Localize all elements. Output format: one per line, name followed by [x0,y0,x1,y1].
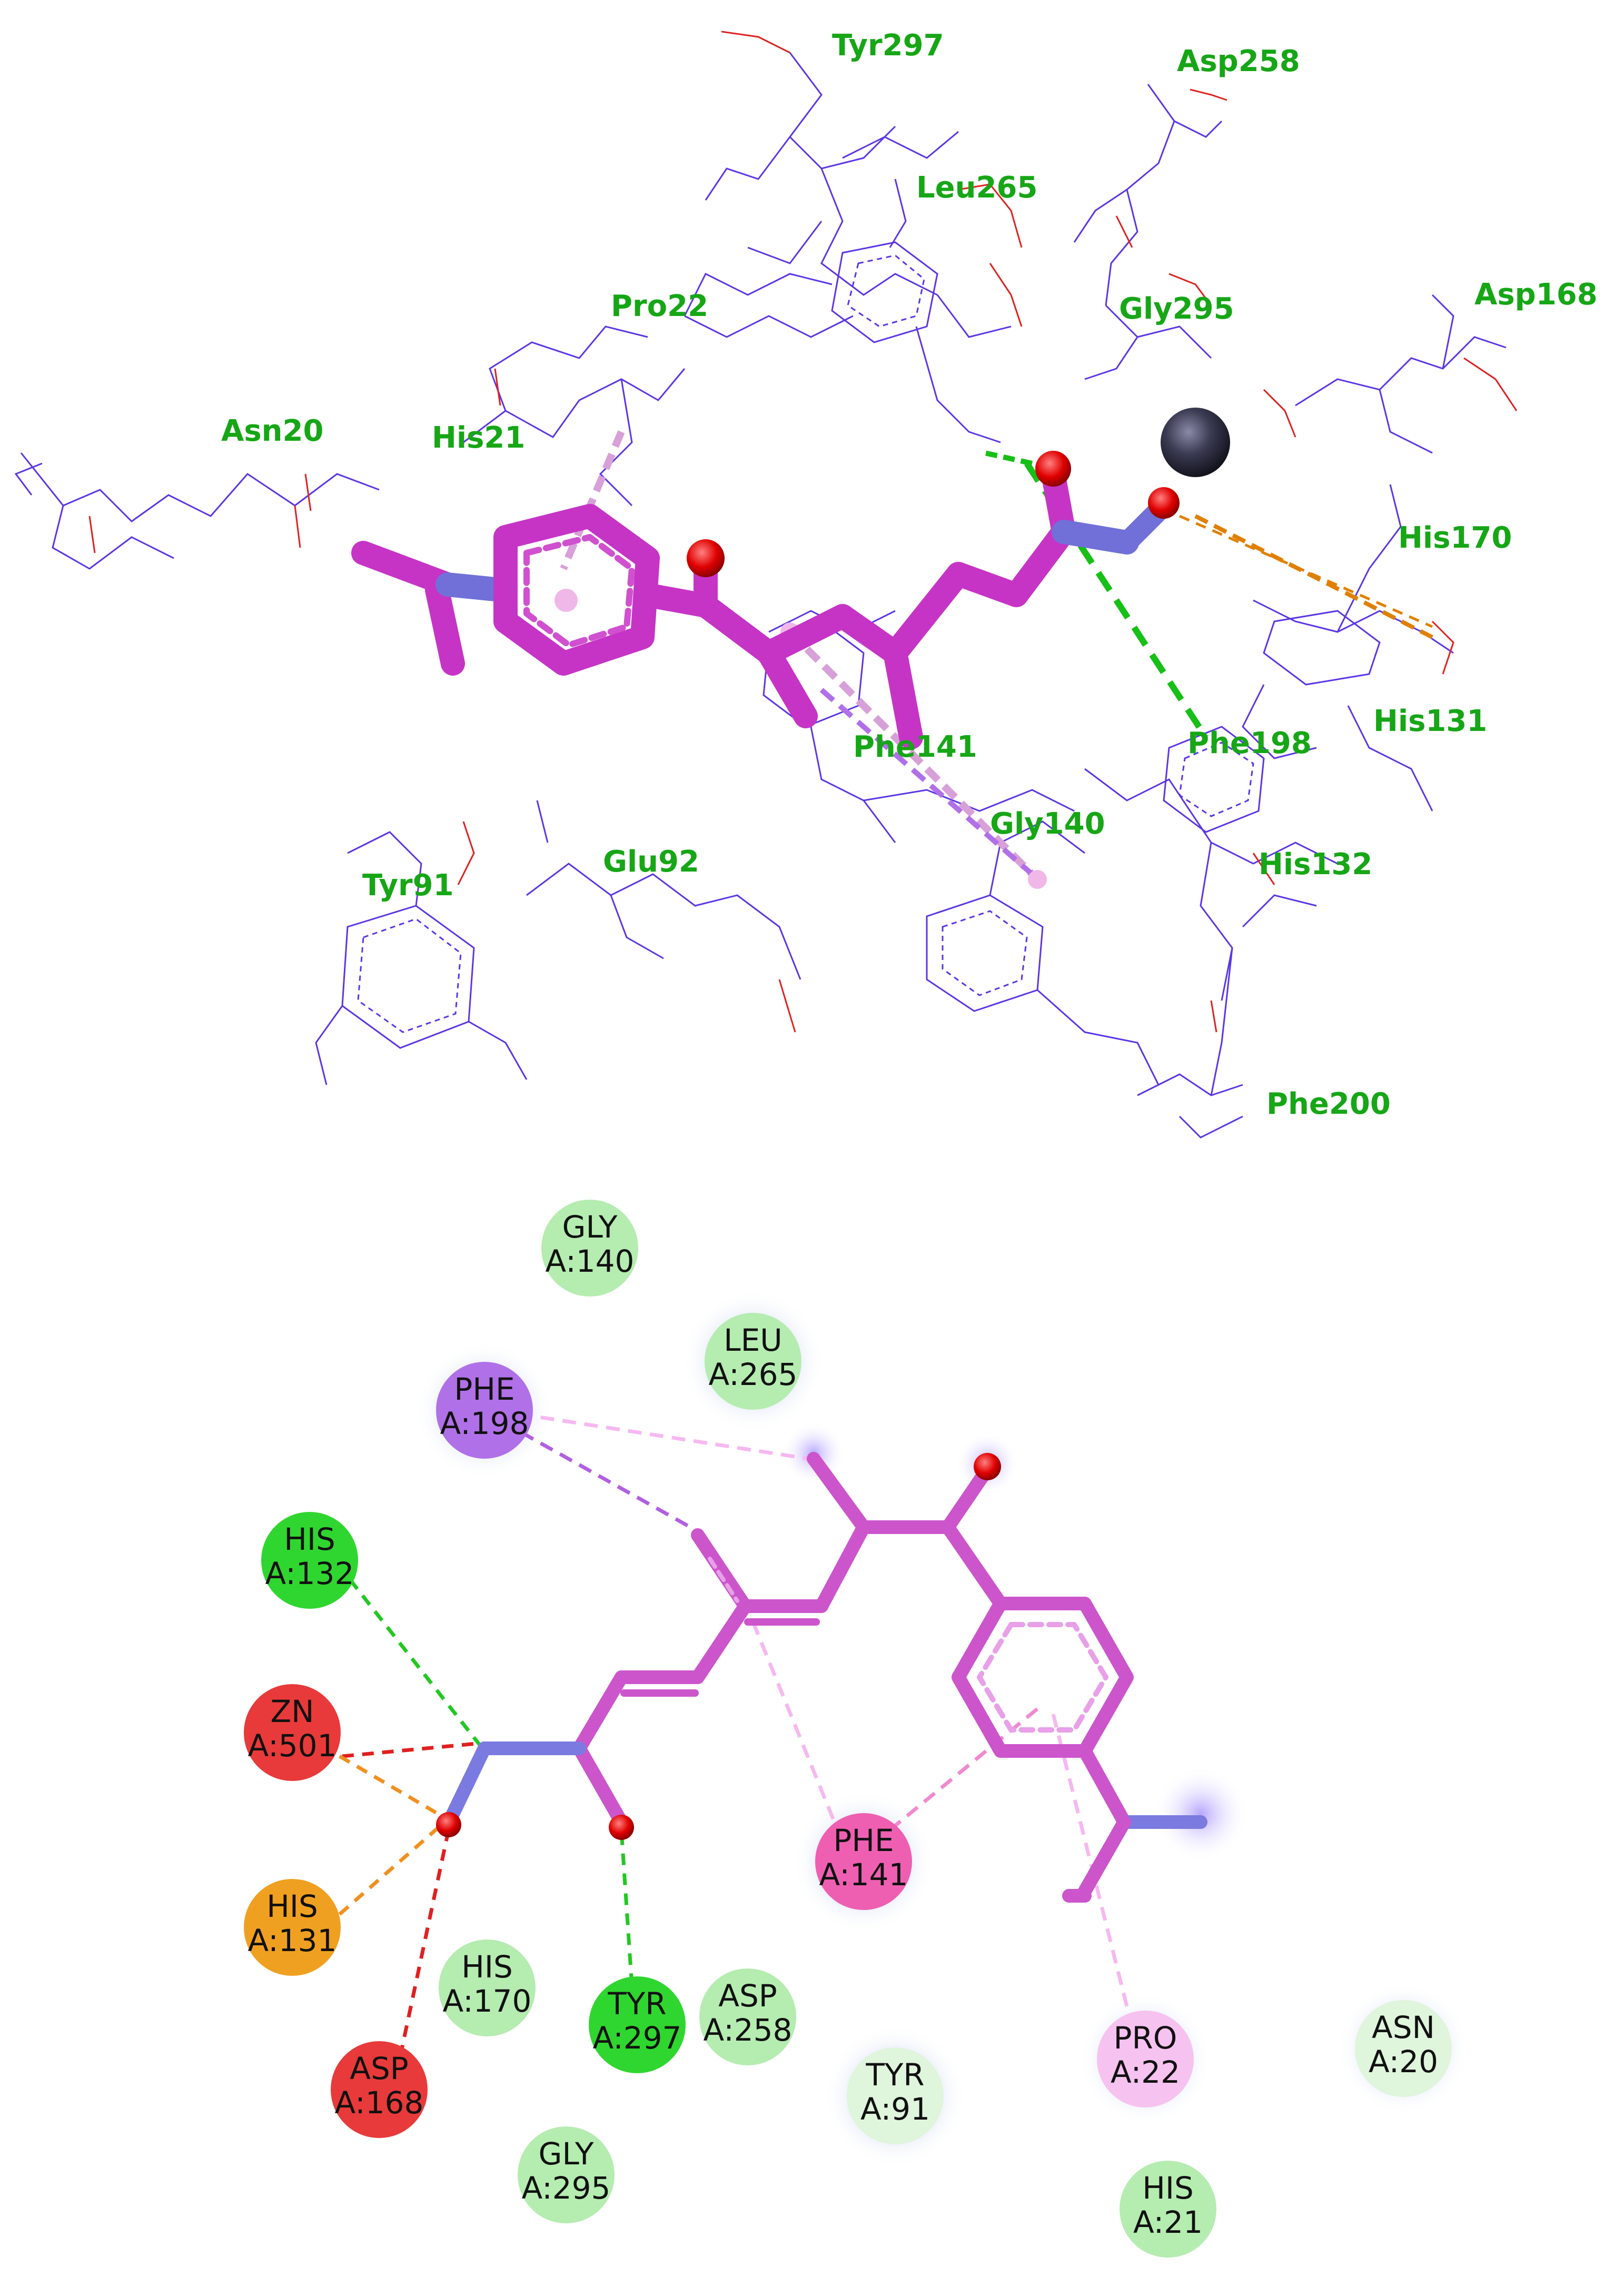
residue-name: HIS [1142,2170,1194,2206]
residue-number: A:21 [1133,2204,1203,2240]
residue-number: A:140 [546,1243,635,1279]
residue-disc [518,2126,615,2223]
residue-number: A:170 [443,1983,532,2019]
ligand-2d [436,1452,1207,1903]
residue-number: A:20 [1369,2044,1438,2080]
label-asp258: Asp258 [1177,44,1300,78]
residue-asp258: ASP A:258 [699,1968,796,2065]
residue-his132: HIS A:132 [261,1512,358,1609]
residue-number: A:22 [1111,2054,1180,2090]
residue-his131: HIS A:131 [244,1879,341,1976]
residue-name: HIS [284,1521,335,1557]
residue-name: GLY [562,1209,618,1245]
residue-gly140: GLY A:140 [541,1200,638,1297]
ligand-3d [351,451,1180,749]
residue-disc [436,1362,533,1459]
label-leu265: Leu265 [916,171,1037,205]
residue-disc [331,2041,428,2138]
label-his131: His131 [1373,704,1487,738]
residue-name: ASN [1372,2010,1435,2045]
residue-name: PRO [1114,2020,1177,2056]
residue-labels-3d: Tyr297 Asp258 Leu265 Asp168 Pro22 Gly295… [221,28,1598,1121]
residue-disc [439,1939,536,2036]
label-his132: His132 [1259,847,1372,882]
residue-number: A:501 [248,1728,337,1764]
residue-number: A:295 [522,2170,611,2206]
label-his21: His21 [432,421,525,455]
zinc-ion-3d [1161,408,1230,477]
residue-name: TYR [865,2057,924,2093]
residue-name: HIS [461,1949,513,1985]
residue-number: A:141 [819,1857,908,1893]
residue-asp168: ASP A:168 [331,2041,428,2138]
residue-tyr297: TYR A:297 [589,1976,686,2073]
residue-disc [699,1968,796,2065]
residue-leu265: LEU A:265 [705,1313,801,1410]
residue-disc [815,1813,912,1910]
residue-tyr91: TYR A:91 [847,2047,944,2144]
label-gly140: Gly140 [990,807,1105,841]
residue-number: A:91 [860,2091,930,2127]
protein-wireframe [14,31,1518,1139]
residue-disc [541,1200,638,1297]
residue-name: GLY [539,2136,595,2172]
residue-disc [244,1684,341,1781]
residue-disc [261,1512,358,1609]
label-asp168: Asp168 [1474,278,1598,312]
binding-pose-3d: Tyr297 Asp258 Leu265 Asp168 Pro22 Gly295… [14,28,1598,1139]
residue-number: A:265 [709,1357,798,1392]
label-tyr91: Tyr91 [362,868,454,903]
residue-name: ASP [350,2051,408,2086]
residue-name: PHE [454,1371,514,1407]
label-phe198: Phe198 [1187,726,1312,760]
label-pro22: Pro22 [611,289,708,323]
residue-his21: HIS A:21 [1120,2161,1216,2258]
residue-name: ASP [718,1978,777,2014]
label-asn20: Asn20 [221,414,323,448]
label-his170: His170 [1398,521,1512,555]
residue-name: TYR [607,1986,666,2022]
label-gly295: Gly295 [1119,292,1234,326]
residue-disc [847,2047,944,2144]
residue-number: A:132 [265,1556,354,1591]
residue-name: HIS [266,1888,318,1924]
interaction-diagram-2d: GLY A:140 LEU A:265 PHE A:198 HIS A:132 … [244,1200,1469,2258]
residue-disc [705,1313,801,1410]
residue-name: LEU [724,1322,782,1358]
residue-name: PHE [833,1823,894,1858]
label-tyr297: Tyr297 [832,28,944,63]
residue-disc [244,1879,341,1976]
residue-phe141: PHE A:141 [815,1813,912,1910]
residue-his170: HIS A:170 [439,1939,536,2036]
residue-number: A:198 [440,1406,529,1441]
label-phe200: Phe200 [1266,1087,1391,1121]
residue-disc [1120,2161,1216,2258]
residue-name: ZN [270,1694,314,1729]
residue-discs: GLY A:140 LEU A:265 PHE A:198 HIS A:132 … [244,1200,1452,2258]
residue-disc [1097,2011,1194,2107]
residue-number: A:168 [335,2085,424,2121]
residue-number: A:297 [593,2020,682,2056]
residue-number: A:131 [248,1923,337,1958]
label-glu92: Glu92 [603,845,699,879]
residue-phe198: PHE A:198 [436,1362,533,1459]
residue-zn501: ZN A:501 [244,1684,341,1781]
residue-asn20: ASN A:20 [1355,2000,1452,2097]
residue-gly295: GLY A:295 [518,2126,615,2223]
residue-disc [589,1976,686,2073]
residue-number: A:258 [704,2012,793,2048]
residue-pro22: PRO A:22 [1097,2011,1194,2107]
label-phe141: Phe141 [853,730,977,764]
residue-disc [1355,2000,1452,2097]
